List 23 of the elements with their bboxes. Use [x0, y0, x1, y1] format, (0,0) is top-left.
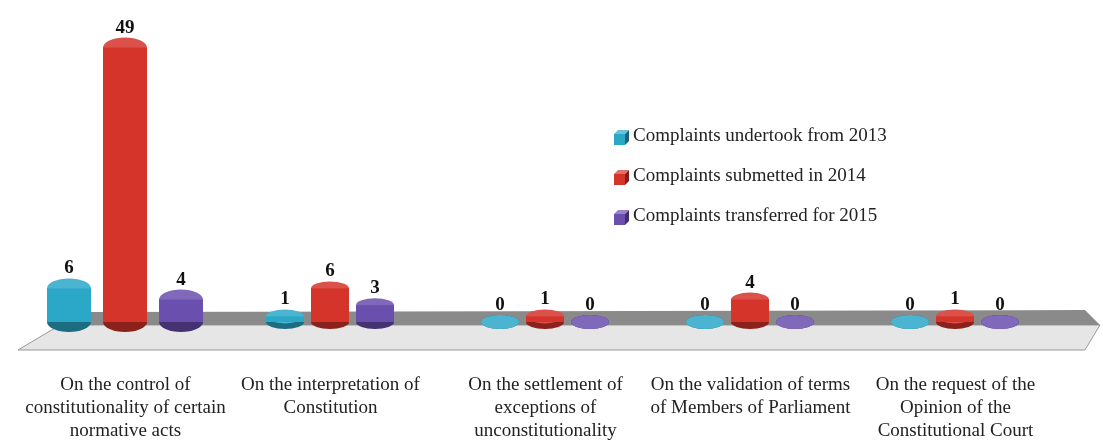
- value-label: 4: [176, 267, 186, 289]
- value-label: 0: [585, 293, 595, 314]
- legend-label: Complaints submetted in 2014: [633, 164, 866, 186]
- value-label: 0: [700, 293, 710, 314]
- value-label: 1: [540, 287, 550, 309]
- legend-label: Complaints undertook from 2013: [633, 124, 887, 146]
- value-label: 49: [115, 15, 135, 37]
- value-label: 0: [995, 293, 1005, 314]
- category-label: On the interpretation of Constitution: [240, 372, 421, 418]
- category-label: On the validation of terms of Members of Parliament: [649, 372, 852, 418]
- value-label: 0: [790, 293, 800, 314]
- value-label: 4: [745, 270, 755, 292]
- value-label: 3: [370, 276, 380, 298]
- category-label: On the settlement of exceptions of unconstitutionality: [467, 372, 624, 440]
- legend-label: Complaints transferred for 2015: [633, 204, 878, 226]
- value-label: 0: [905, 293, 915, 314]
- category-label: On the control of constitutionality of certain normative acts: [24, 372, 227, 440]
- category-label: On the request of the Opinion of the Constitutional Court: [874, 372, 1037, 440]
- value-label: 1: [280, 287, 290, 309]
- value-label: 6: [325, 259, 335, 281]
- value-label: 1: [950, 287, 960, 309]
- value-label: 6: [64, 256, 74, 278]
- value-label: 0: [495, 293, 505, 314]
